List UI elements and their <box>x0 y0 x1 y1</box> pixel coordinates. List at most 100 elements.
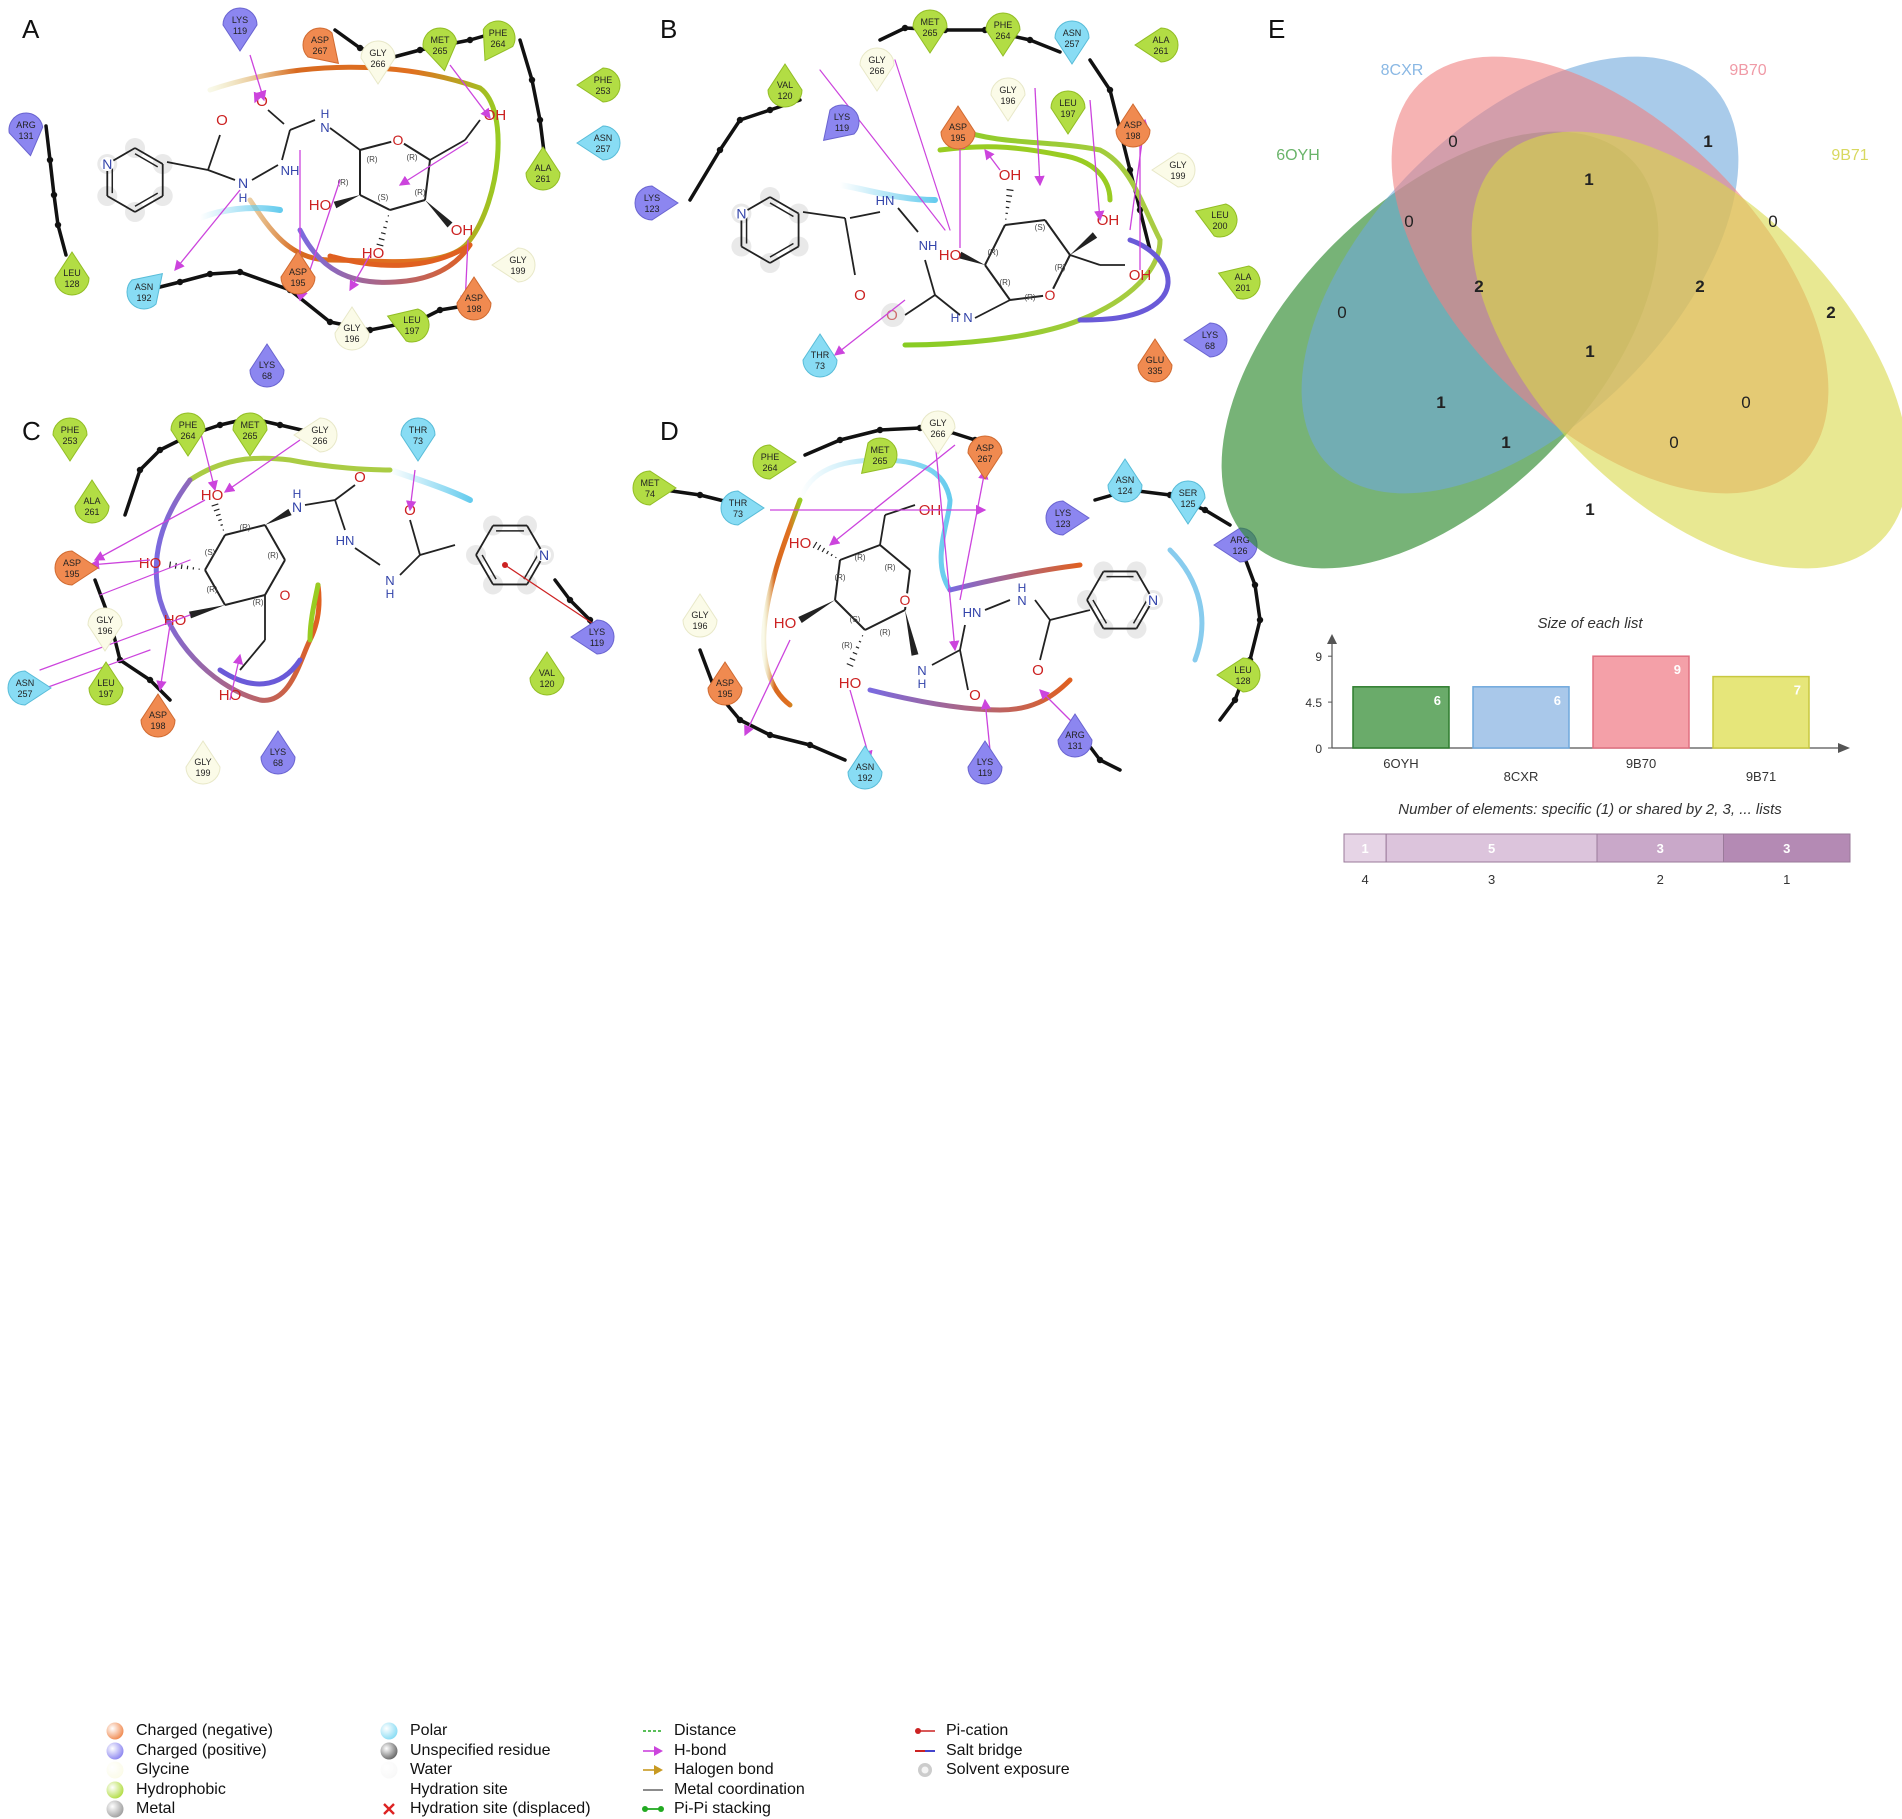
bond <box>898 208 918 232</box>
bond <box>335 485 355 500</box>
residue-name: LYS <box>232 15 248 25</box>
bond <box>850 212 880 218</box>
backbone-node <box>1252 582 1258 588</box>
residue-marker <box>8 671 51 705</box>
bond <box>932 650 960 665</box>
legend-label: Hydrophobic <box>136 1780 226 1800</box>
venn-label-9b70: 9B70 <box>1729 62 1766 79</box>
residue-name: ASP <box>465 293 483 303</box>
y-tick-label: 4.5 <box>1305 696 1322 710</box>
residue-number: 195 <box>64 569 79 579</box>
residue-name: PHE <box>179 420 198 430</box>
h-bond-arrow <box>985 150 1000 170</box>
atom-label: N <box>539 547 549 563</box>
atom-label: NH <box>919 238 938 253</box>
legend-label: Polar <box>410 1721 447 1741</box>
residue-name: LEU <box>1211 210 1229 220</box>
residue-name: LYS <box>1202 330 1218 340</box>
backbone-node <box>177 279 183 285</box>
backbone-node <box>417 47 423 53</box>
residue-name: ASP <box>1124 120 1142 130</box>
atom-label: O <box>354 469 366 486</box>
hbond-line <box>895 60 950 230</box>
residue-name: LEU <box>1234 665 1252 675</box>
residue-name: MET <box>641 478 661 488</box>
atom-label: O <box>393 132 404 148</box>
residue-number: 267 <box>312 46 327 56</box>
hash-bond <box>218 519 221 520</box>
residue-name: THR <box>729 498 748 508</box>
residue-number: 266 <box>312 436 327 446</box>
residue-number: 261 <box>1153 46 1168 56</box>
venn-count-8cxr-9b70: 1 <box>1584 170 1593 189</box>
stereo-label: (R) <box>884 563 895 572</box>
backbone-node <box>537 117 543 123</box>
residue-marker <box>55 551 98 585</box>
residue-number: 265 <box>242 431 257 441</box>
backbone-node <box>1097 757 1103 763</box>
residue-number: 265 <box>432 46 447 56</box>
residue-number: 120 <box>777 91 792 101</box>
atom-label: HO <box>774 615 797 632</box>
stereo-label: (R) <box>841 641 852 650</box>
stereo-label: (R) <box>834 573 845 582</box>
pocket-surface-c-4 <box>220 660 300 684</box>
residue-marker <box>577 68 620 102</box>
residue-marker <box>294 418 337 452</box>
residue-number: 200 <box>1212 221 1227 231</box>
residue-number: 253 <box>62 436 77 446</box>
backbone-node <box>1027 37 1033 43</box>
residue-name: ALA <box>1152 35 1169 45</box>
bar-value-label: 7 <box>1794 683 1801 698</box>
pocket-surface-b <box>905 130 1160 345</box>
residue-name: GLY <box>194 757 211 767</box>
residue-number: 123 <box>1055 519 1070 529</box>
backbone-node <box>767 732 773 738</box>
panel-a-diagram: NONHNHOHNO(R)(S)(R)(R)(R)HOHOOHOHLYS119A… <box>9 8 620 387</box>
atom-label: O <box>1032 662 1044 679</box>
residue-number: 253 <box>595 86 610 96</box>
bond <box>420 545 455 555</box>
panel-c-diagram: O(R)(S)(R)(R)(R)HOHOHOHONHOHNNHONPHE264M… <box>8 413 614 784</box>
residue-name: ASN <box>594 133 613 143</box>
venn-count-8cxr-9b70-9b71: 2 <box>1695 277 1704 296</box>
residue-name: LYS <box>270 747 286 757</box>
atom-label: HO <box>362 245 385 262</box>
atom-label: HO <box>219 687 242 704</box>
hash-bond <box>850 658 855 660</box>
figure-canvas: NONHNHOHNO(R)(S)(R)(R)(R)HOHOOHOHLYS119A… <box>0 0 1902 913</box>
residue-number: 266 <box>930 429 945 439</box>
venn-label-9b71: 9B71 <box>1831 147 1868 164</box>
atom-label: N <box>736 206 746 222</box>
atom-label: HO <box>139 555 162 572</box>
hash-bond <box>856 647 859 648</box>
residue-name: MET <box>921 17 941 27</box>
residue-name: ARG <box>16 120 36 130</box>
residue-name: PHE <box>594 75 613 85</box>
residue-name: MET <box>241 420 261 430</box>
backbone-node <box>1202 507 1208 513</box>
residue-number: 264 <box>180 431 195 441</box>
hash-bond <box>822 548 824 552</box>
wedge-bond <box>189 605 225 618</box>
stereo-label: (R) <box>854 553 865 562</box>
residue-number: 199 <box>1170 171 1185 181</box>
atom-label: HO <box>789 535 812 552</box>
pocket-surface-d <box>800 460 950 590</box>
residue-name: ALA <box>83 496 100 506</box>
polar-surface-d <box>1170 550 1202 660</box>
pocket-surface-b-2 <box>940 147 1110 200</box>
